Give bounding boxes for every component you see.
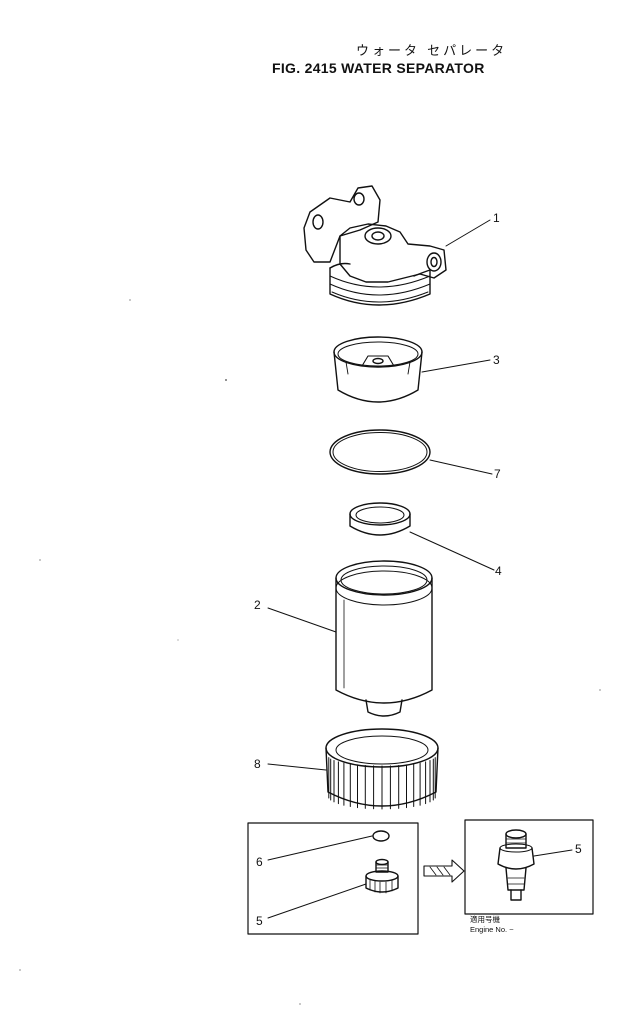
part-1-head bbox=[303, 185, 447, 306]
scan-specks bbox=[19, 299, 601, 1005]
part-3-cup bbox=[333, 336, 423, 403]
part-2-bowl bbox=[335, 560, 433, 717]
figure-title: FIG. 2415 WATER SEPARATOR bbox=[272, 60, 485, 76]
callout-6: 6 bbox=[256, 855, 263, 869]
callout-8: 8 bbox=[254, 757, 261, 771]
callout-5-left: 5 bbox=[256, 914, 263, 928]
callout-5-right: 5 bbox=[575, 842, 582, 856]
inset-left-box bbox=[247, 822, 419, 935]
title-japanese: ウォータ セパレータ bbox=[356, 44, 508, 59]
part-8-nut bbox=[325, 728, 439, 810]
callout-7: 7 bbox=[494, 467, 501, 481]
inset-note: 適用号機 Engine No. ~ bbox=[470, 914, 514, 934]
arrow-icon bbox=[423, 859, 465, 883]
callout-1: 1 bbox=[493, 211, 500, 225]
callout-numbers: 1 3 7 4 2 8 6 5 5 bbox=[254, 211, 582, 928]
part-7-o-ring bbox=[329, 429, 431, 475]
note-japanese: 適用号機 bbox=[470, 914, 500, 924]
part-4-ring bbox=[349, 502, 411, 536]
inset-right-box bbox=[464, 819, 594, 915]
callout-4: 4 bbox=[495, 564, 502, 578]
callout-2: 2 bbox=[254, 598, 261, 612]
leader-lines bbox=[267, 219, 573, 919]
callout-3: 3 bbox=[493, 353, 500, 367]
note-engine-no: Engine No. ~ bbox=[470, 925, 514, 934]
